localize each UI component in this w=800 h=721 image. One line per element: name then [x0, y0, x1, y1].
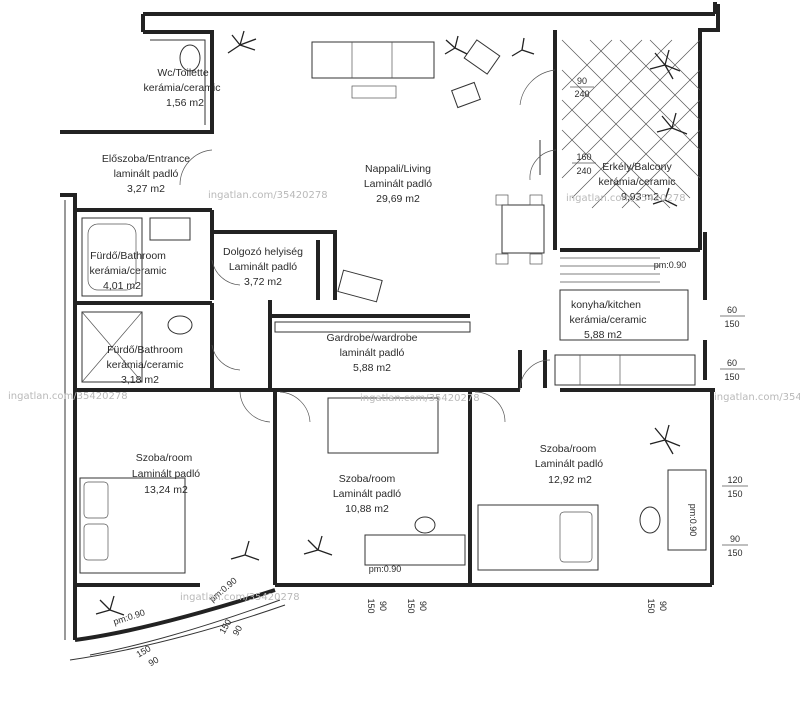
room-name: Szoba/room [540, 443, 597, 455]
dim: 60 [727, 358, 737, 368]
dim: 120 [727, 475, 742, 485]
room-area: 12,92 m2 [548, 474, 592, 486]
room-floor: kerámia/ceramic [106, 359, 183, 371]
room-area: 4,01 m2 [103, 280, 141, 292]
dim: pm:0.90 [369, 564, 402, 574]
room-name: Szoba/room [136, 452, 193, 464]
room-floor: kerámia/ceramic [598, 176, 675, 188]
room-entrance: Előszoba/Entrance laminált padló 3,27 m2 [102, 153, 190, 195]
room-floor: kerámia/ceramic [569, 314, 646, 326]
room-room2: Szoba/room Laminált padló 10,88 m2 [333, 473, 401, 515]
stair-hatch [560, 257, 660, 283]
room-name: Előszoba/Entrance [102, 153, 190, 165]
dim: 90 [418, 601, 428, 611]
room-name: Wc/Toilette [157, 67, 209, 79]
room-floor: Laminált padló [333, 488, 401, 500]
watermark: ingatlan.com/35420278 [180, 592, 300, 603]
room-bath2: Fürdő/Bathroom kerámia/ceramic 3,18 m2 [106, 344, 183, 386]
balcony-tiles [561, 39, 701, 209]
room-floor: Laminált padló [364, 178, 432, 190]
room-name: Fürdő/Bathroom [90, 250, 166, 262]
room-area: 5,88 m2 [353, 362, 391, 374]
room-living: Nappali/Living Laminált padló 29,69 m2 [364, 163, 432, 205]
dim: 150 [724, 372, 739, 382]
room-floor: kerámia/ceramic [143, 82, 220, 94]
watermark: ingatlan.com/35420278 [208, 190, 328, 201]
dim: 150 [406, 598, 416, 613]
room-name: Erkély/Balcony [602, 161, 672, 173]
room-floor: kerámia/ceramic [89, 265, 166, 277]
room-room1: Szoba/room Laminált padló 13,24 m2 [132, 452, 200, 496]
dim: 150 [366, 598, 376, 613]
dim: 150 [724, 319, 739, 329]
room-area: 9,93 m2 [621, 191, 659, 203]
dim: 90 [577, 76, 587, 86]
room-area: 29,69 m2 [376, 193, 420, 205]
dim: pm:0.90 [654, 260, 687, 270]
dim: 150 [727, 489, 742, 499]
room-name: konyha/kitchen [571, 299, 641, 311]
room-area: 10,88 m2 [345, 503, 389, 515]
room-kitchen: konyha/kitchen kerámia/ceramic 5,88 m2 [569, 299, 646, 341]
dim: pm:0.90 [112, 607, 146, 627]
room-name: Gardrobe/wardrobe [326, 332, 417, 344]
dim: 240 [576, 166, 591, 176]
dim: 160 [576, 152, 591, 162]
watermarks: ingatlan.com/35420278 ingatlan.com/35420… [8, 190, 800, 603]
room-floor: Laminált padló [229, 261, 297, 273]
room-room3: Szoba/room Laminált padló 12,92 m2 [535, 443, 603, 486]
dim: pm:0.90 [688, 504, 698, 537]
plants [95, 30, 688, 616]
room-area: 3,27 m2 [127, 183, 165, 195]
watermark: ingatlan.com/35420278 [566, 193, 686, 204]
watermark: ingatlan.com/35420278 [360, 393, 480, 404]
room-bath1: Fürdő/Bathroom kerámia/ceramic 4,01 m2 [89, 250, 166, 292]
room-study: Dolgozó helyiség Laminált padló 3,72 m2 [223, 246, 303, 288]
watermark: ingatlan.com/35420278 [8, 391, 128, 402]
doors [179, 69, 557, 423]
room-floor: laminált padló [340, 347, 405, 359]
room-balcony: Erkély/Balcony kerámia/ceramic 9,93 m2 [598, 161, 675, 203]
room-area: 3,72 m2 [244, 276, 282, 288]
room-name: Dolgozó helyiség [223, 246, 303, 258]
room-area: 3,18 m2 [121, 374, 159, 386]
dim: 150 [646, 598, 656, 613]
room-area: 1,56 m2 [166, 97, 204, 109]
dim: 90 [378, 601, 388, 611]
room-area: 13,24 m2 [144, 484, 188, 496]
dim: 150 [727, 548, 742, 558]
dim: 90 [730, 534, 740, 544]
room-name: Nappali/Living [365, 163, 431, 175]
room-name: Fürdő/Bathroom [107, 344, 183, 356]
dim: 60 [727, 305, 737, 315]
dim: 90 [658, 601, 668, 611]
dim: 240 [574, 89, 589, 99]
room-wc: Wc/Toilette kerámia/ceramic 1,56 m2 [143, 67, 220, 109]
dim: 90 [231, 624, 245, 638]
furniture [79, 39, 707, 574]
room-floor: Laminált padló [535, 458, 603, 470]
room-name: Szoba/room [339, 473, 396, 485]
room-area: 5,88 m2 [584, 329, 622, 341]
room-floor: Laminált padló [132, 468, 200, 480]
dim: 90 [147, 655, 161, 669]
room-floor: laminált padló [114, 168, 179, 180]
walls [60, 2, 720, 661]
room-wardrobe: Gardrobe/wardrobe laminált padló 5,88 m2 [326, 332, 417, 374]
watermark: ingatlan.com/35420278 [714, 392, 800, 403]
